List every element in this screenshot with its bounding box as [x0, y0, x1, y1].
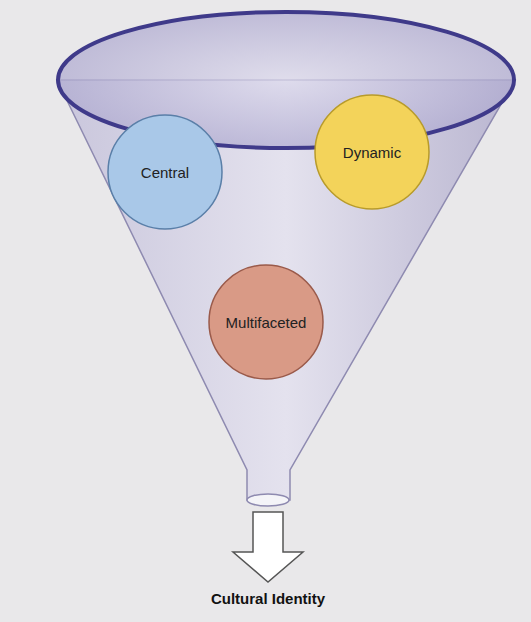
circle-label: Multifaceted [226, 314, 307, 331]
funnel-rim [58, 12, 514, 148]
funnel-neck [247, 494, 289, 506]
circle-label: Dynamic [343, 144, 401, 161]
circle-node: Dynamic [314, 94, 430, 210]
output-label: Cultural Identity [211, 590, 325, 607]
circle-label: Central [141, 164, 189, 181]
down-arrow [233, 512, 303, 582]
circle-node: Multifaceted [208, 264, 324, 380]
circle-node: Central [107, 114, 223, 230]
